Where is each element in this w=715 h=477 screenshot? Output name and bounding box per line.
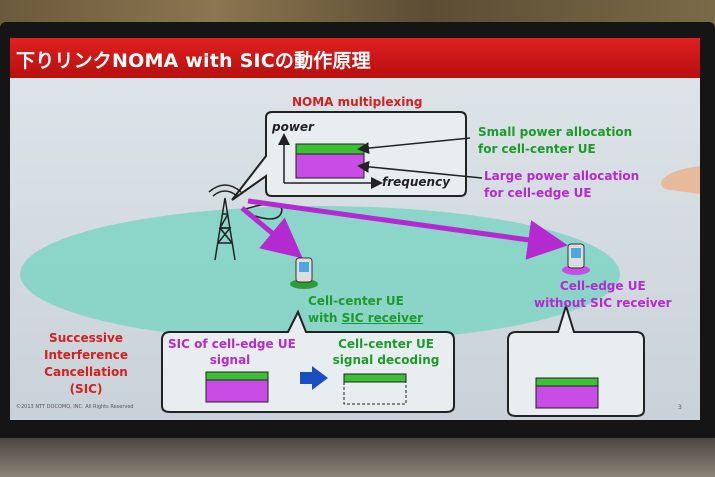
cell-center-ue-label: Cell-center UE with SIC receiver: [308, 294, 424, 325]
cell-center-signal-arrow: [240, 206, 303, 259]
large-power-pointer: [357, 160, 483, 179]
sic-step1-label: SIC of cell-edge UE signal: [168, 337, 296, 367]
sic-step2-label: Cell-center UE signal decoding: [332, 337, 440, 367]
page-number: 3: [678, 404, 682, 411]
background-desk: [0, 438, 715, 477]
edge-purple-bar: [535, 385, 599, 409]
large-power-label: Large power allocation for cell-edge UE: [484, 169, 640, 200]
mobile-phone-icon-edge: [562, 243, 590, 275]
sic-green-bar: [205, 371, 269, 381]
slide-title: 下りリンクNOMA with SICの動作原理: [16, 50, 371, 72]
title-bar: 下りリンクNOMA with SICの動作原理: [10, 38, 700, 78]
edge-green-bar: [535, 377, 599, 387]
mobile-phone-icon: [290, 257, 318, 289]
noma-heading: NOMA multiplexing: [292, 95, 423, 109]
copyright-footer: ©2013 NTT DOCOMO, INC. All Rights Reserv…: [16, 404, 134, 410]
cell-edge-ue-label: Cell-edge UE without SIC receiver: [534, 279, 672, 310]
large-power-bar: [295, 153, 365, 179]
small-power-label: Small power allocation for cell-center U…: [478, 125, 633, 156]
cell-coverage-area: [20, 206, 620, 342]
antenna-tower-icon: [208, 184, 242, 261]
frequency-axis-label: frequency: [382, 175, 451, 189]
presenter-hand: [661, 166, 700, 194]
right-arrow-icon: [300, 366, 328, 390]
slide-diagram: [20, 111, 700, 417]
sic-purple-bar: [205, 379, 269, 403]
removed-signal-outline: [343, 381, 407, 405]
presentation-slide: 下りリンクNOMA with SICの動作原理: [10, 38, 700, 420]
power-axis-label: power: [272, 120, 314, 134]
small-power-bar: [295, 143, 365, 155]
small-power-pointer: [357, 137, 471, 155]
decoded-green-bar: [343, 373, 407, 383]
cell-edge-signal-arrow: [247, 198, 568, 260]
sic-label: Successive Interference Cancellation (SI…: [44, 331, 129, 396]
